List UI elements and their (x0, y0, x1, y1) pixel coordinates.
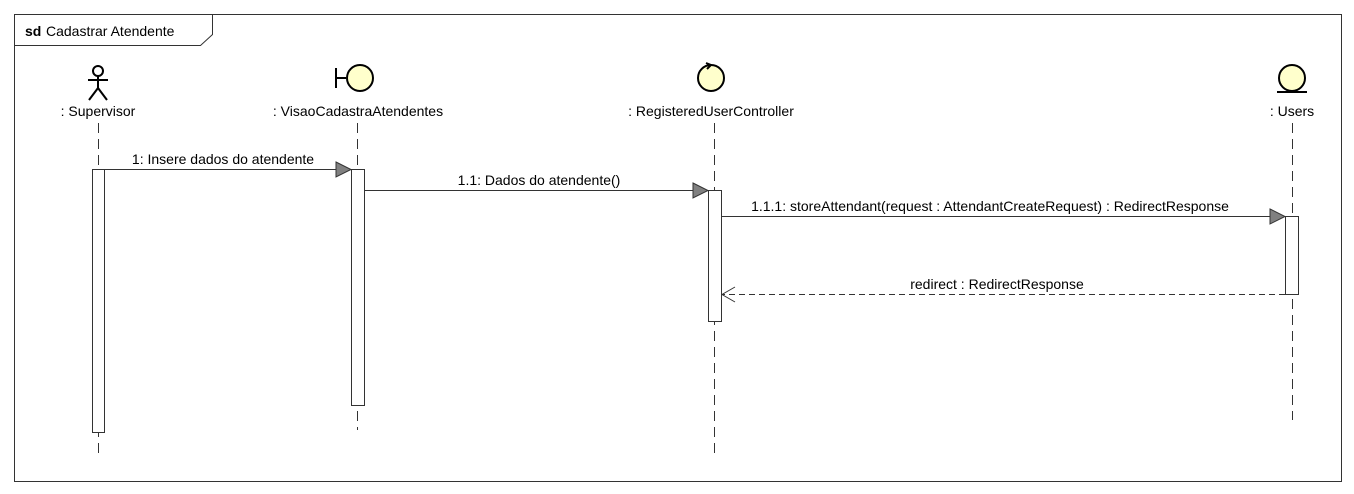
arrowhead-filled (692, 182, 710, 199)
boundary-icon (335, 64, 374, 92)
actor-icon (88, 65, 108, 101)
message-1-1: 1.1: Dados do atendente() (365, 172, 710, 199)
diagram-frame (14, 14, 1342, 482)
control-icon (697, 62, 725, 92)
frame-keyword: sd (25, 23, 41, 39)
lifeline-label: : RegisteredUserController (628, 103, 794, 119)
message-1: 1: Insere dados do atendente (105, 151, 353, 178)
arrowhead-filled (1269, 208, 1287, 225)
message-1-1-1: 1.1.1: storeAttendant(request : Attendan… (722, 198, 1287, 225)
activation-bar (92, 169, 105, 433)
message-label: redirect : RedirectResponse (910, 276, 1084, 292)
message-label: 1: Insere dados do atendente (132, 151, 314, 167)
frame-title: Cadastrar Atendente (46, 23, 175, 39)
message-label: 1.1.1: storeAttendant(request : Attendan… (751, 198, 1229, 214)
lifeline-supervisor: : Supervisor (61, 65, 136, 458)
arrowhead-filled (335, 161, 353, 178)
lifeline-users: : Users (1270, 64, 1314, 420)
entity-icon (1277, 64, 1307, 93)
arrowhead-open (720, 286, 736, 303)
lifeline-label: : Supervisor (61, 103, 136, 119)
message-return: redirect : RedirectResponse (720, 276, 1285, 303)
lifeline-label: : VisaoCadastraAtendentes (273, 103, 443, 119)
message-label: 1.1: Dados do atendente() (458, 172, 621, 188)
frame-title-box (14, 14, 213, 46)
activation-bar (1285, 216, 1299, 295)
lifeline-controller: : RegisteredUserController (628, 62, 794, 456)
lifeline-visao: : VisaoCadastraAtendentes (273, 64, 443, 430)
activation-bar (351, 169, 365, 406)
activation-bar (708, 190, 722, 322)
lifeline-label: : Users (1270, 103, 1314, 119)
